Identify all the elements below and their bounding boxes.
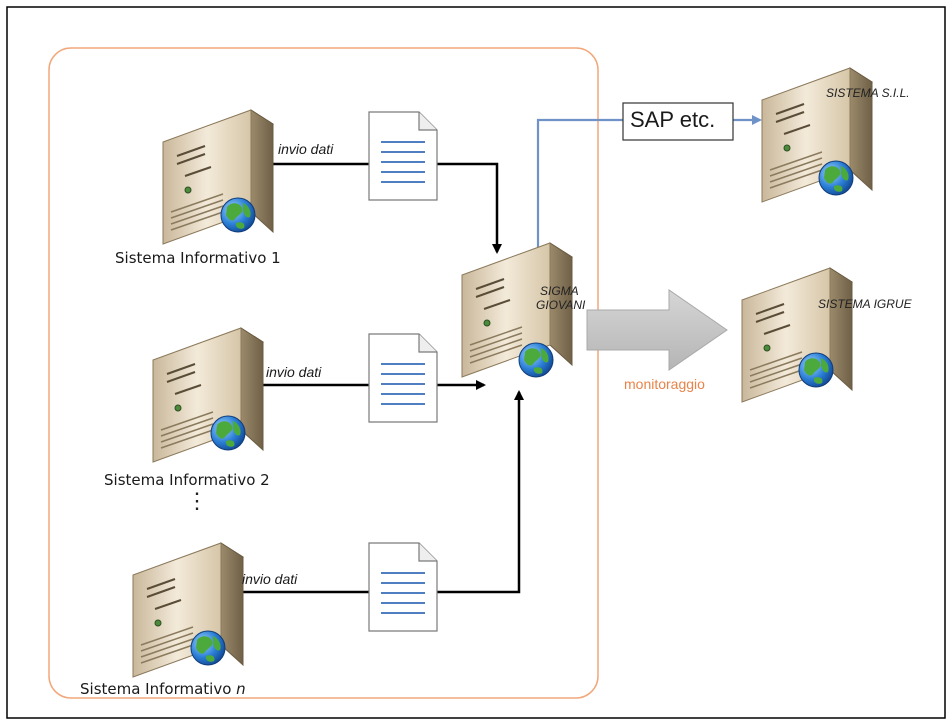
node-label-igrue: SISTEMA IGRUE: [818, 297, 912, 311]
globe-icon: [220, 197, 256, 233]
edge-label-invio-dati-1: invio dati: [278, 141, 334, 157]
node-label-sil: SISTEMA S.I.L.: [826, 86, 910, 100]
server-icon: [132, 542, 244, 678]
document-icon: [368, 333, 438, 423]
sap-box: [622, 102, 734, 141]
ellipsis: ⋮: [186, 488, 208, 513]
arrow-doc1-to-sigma: [437, 162, 502, 254]
server-icon: [162, 109, 274, 245]
node-label-sistema-n: Sistema Informativo n: [80, 680, 246, 698]
monitoraggio-arrow: [586, 289, 728, 371]
node-label-giovani: GIOVANI: [536, 298, 586, 312]
arrow-docn-to-sigma: [437, 390, 524, 594]
edge-label-invio-dati-n: invio dati: [242, 571, 298, 587]
globe-icon: [518, 342, 554, 378]
globe-icon: [190, 630, 226, 666]
node-label-sistema-2: Sistema Informativo 2: [104, 471, 270, 489]
outer-frame: [6, 6, 946, 719]
node-label-sigma: SIGMA: [540, 284, 579, 298]
edge-label-invio-dati-2: invio dati: [266, 364, 322, 380]
server-icon: [741, 267, 853, 403]
document-icon: [368, 111, 438, 201]
edge-label-sap: SAP etc.: [630, 107, 716, 132]
server-icon: [152, 327, 264, 463]
document-icon: [368, 542, 438, 632]
globe-icon: [210, 415, 246, 451]
globe-icon: [818, 160, 854, 196]
sap-link-left: [533, 118, 623, 266]
edge-label-monitoraggio: monitoraggio: [624, 376, 705, 392]
globe-icon: [798, 352, 834, 388]
node-label-sistema-1: Sistema Informativo 1: [115, 249, 281, 267]
sources-container: [48, 47, 599, 699]
